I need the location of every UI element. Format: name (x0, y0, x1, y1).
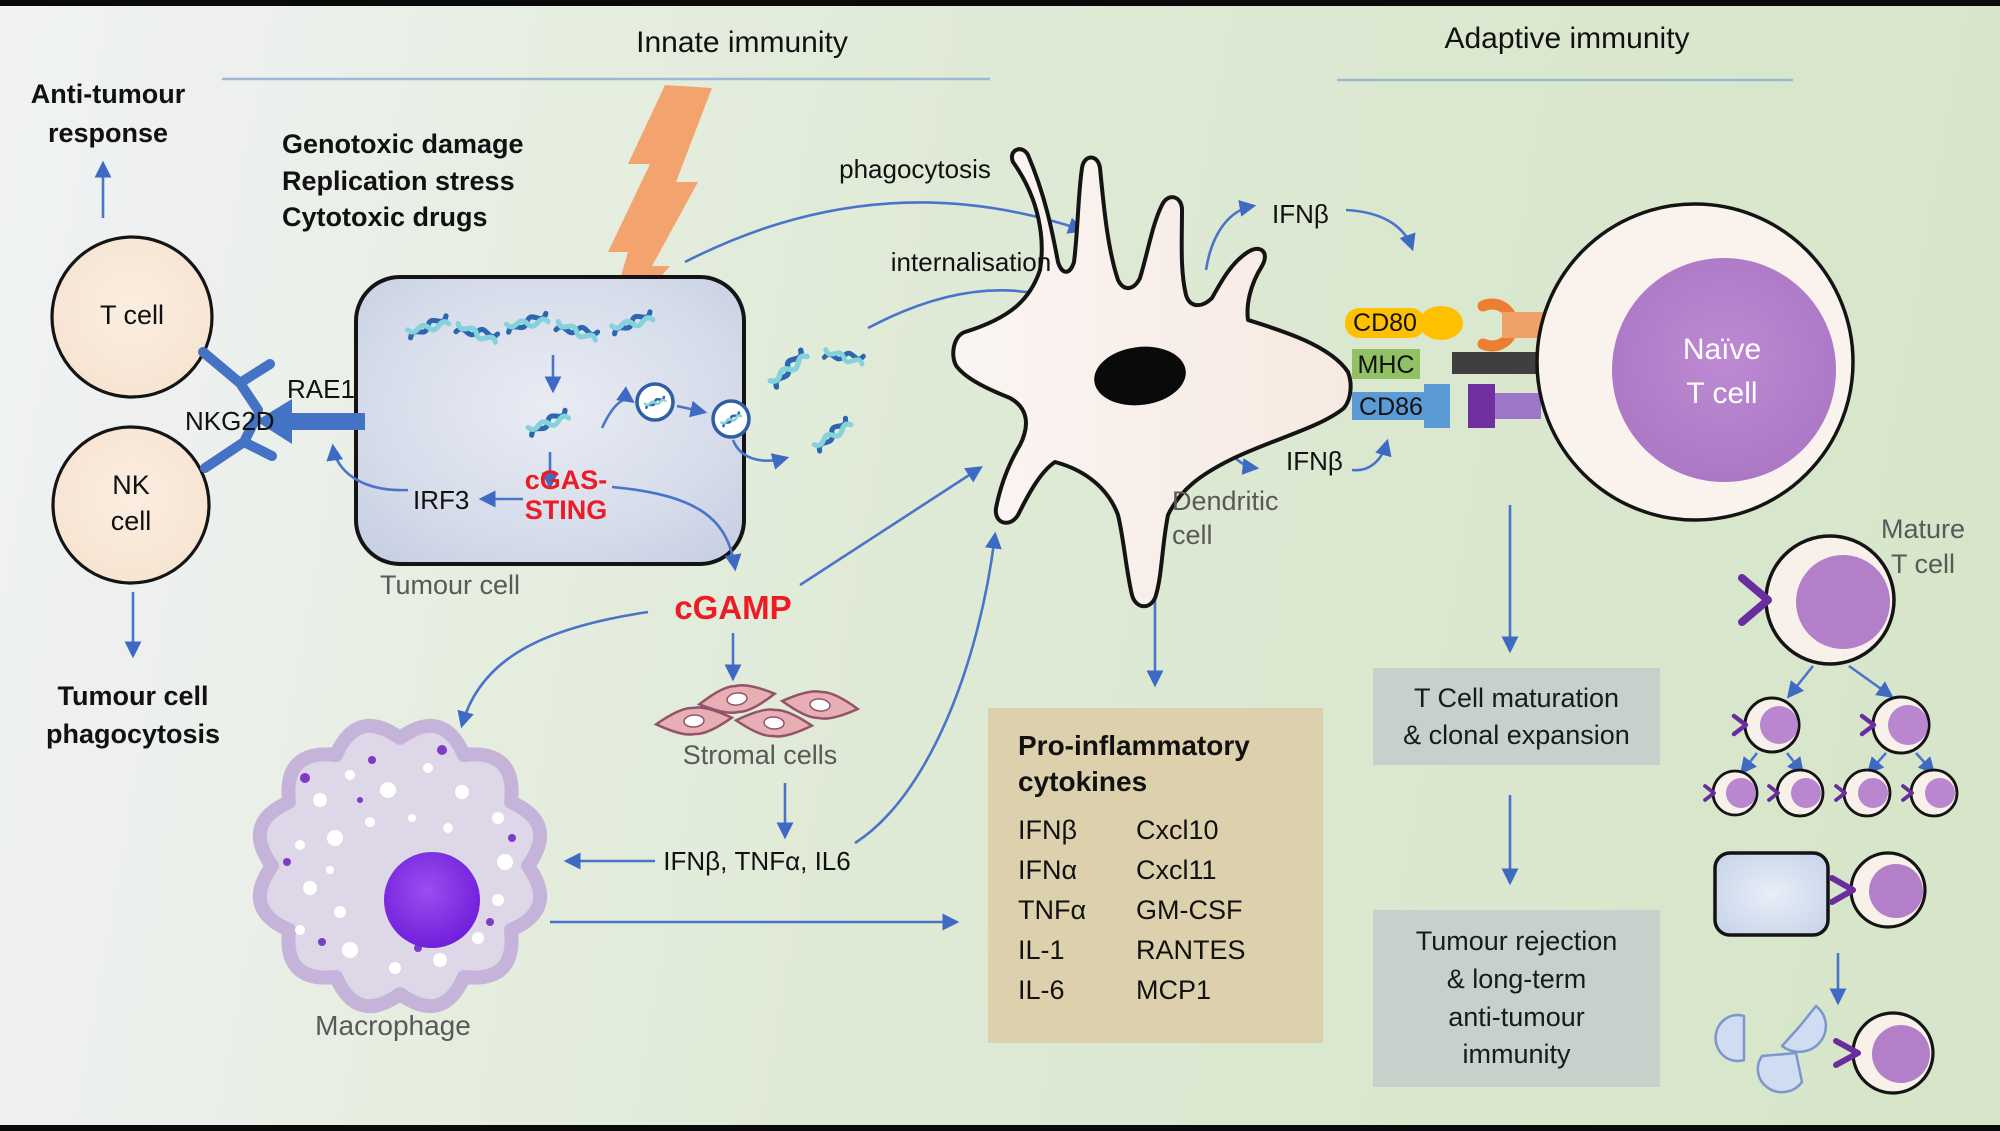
cytokine-name: IFNα (1018, 854, 1078, 885)
dendritic-cell-shape (951, 147, 1353, 609)
mhc-label: MHC (1357, 351, 1415, 379)
cytokine-row: TNFα GM-CSF (1018, 891, 1323, 931)
pro-inflammatory-cytokines-box: Pro-inflammatory cytokines IFNβ Cxcl10 IF… (988, 708, 1323, 1043)
irf3-label: IRF3 (413, 485, 470, 515)
anti-tumour-response-label: Anti-tumour response (30, 79, 186, 149)
cgas-sting-label: cGAS- STING (524, 465, 608, 525)
nkg2d-receptor-icon (198, 347, 277, 473)
bottom-border (0, 1125, 2000, 1131)
cytokine-name: TNFα (1018, 894, 1087, 925)
nk-cell-label: NK cell (110, 470, 152, 536)
cytokine-row: IFNβ Cxcl10 (1018, 811, 1323, 851)
cd80-label: CD80 (1353, 309, 1417, 337)
cytokine-name: Cxcl10 (1136, 814, 1219, 845)
nkg2d-label: NKG2D (185, 406, 275, 436)
stromal-cells-shape (653, 683, 861, 738)
macrophage-label: Macrophage (315, 1010, 471, 1041)
cytokine-name: IL-1 (1018, 934, 1065, 965)
t-cell-maturation-box: T Cell maturation & clonal expansion (1373, 668, 1660, 765)
ctla-receptor-icon (1468, 384, 1495, 428)
cytokine-name: IL-6 (1018, 974, 1065, 1005)
mature-t-cell-shape (1738, 534, 1896, 666)
cytokine-trio-label: IFNβ, TNFα, IL6 (663, 846, 851, 876)
naive-t-cell-shape (1535, 202, 1855, 522)
cytokine-name: IFNβ (1018, 814, 1078, 845)
clonal-expansion-cells (1703, 695, 1959, 818)
rae1-arrow-icon (256, 399, 365, 444)
nk-cell-shape (51, 425, 211, 585)
cytokine-name: Cxcl11 (1136, 854, 1217, 885)
cytokine-row: IL-1 RANTES (1018, 931, 1323, 971)
dendritic-cell-label: Dendritic cell (1172, 486, 1279, 550)
cytokine-name: MCP1 (1136, 974, 1212, 1005)
t-cell-shape (50, 235, 214, 399)
internalisation-label: internalisation (890, 247, 1052, 277)
naive-t-cell-label: Naïve T cell (1682, 333, 1762, 410)
tumour-kill-sequence (1713, 851, 1935, 1095)
stromal-cells-label: Stromal cells (682, 740, 838, 770)
dendritic-nucleus (1094, 346, 1186, 406)
stressors-label: Genotoxic damage Replication stress Cyto… (282, 129, 524, 233)
adaptive-immunity-header: Adaptive immunity (1444, 22, 1690, 55)
cytokine-row: IFNα Cxcl11 (1018, 851, 1323, 891)
cytokine-row: IL-6 MCP1 (1018, 971, 1323, 1011)
ifnb-bottom-label: IFNβ (1286, 446, 1343, 476)
ifnb-top-label: IFNβ (1272, 199, 1329, 229)
tcr-bar-icon (1452, 352, 1536, 374)
cytokines-box-title: Pro-inflammatory cytokines (1018, 730, 1250, 798)
tumour-phagocytosis-label: Tumour cell phagocytosis (45, 681, 221, 749)
costimulatory-molecules (1345, 298, 1546, 428)
cd86-label: CD86 (1359, 393, 1423, 421)
mature-t-cell-label: Mature T cell (1880, 514, 1966, 580)
cytokine-name: RANTES (1136, 934, 1246, 965)
macrophage-nucleus (384, 852, 480, 948)
tumour-cell-label: Tumour cell (379, 570, 521, 600)
innate-immunity-header: Innate immunity (636, 26, 848, 59)
phagocytosis-label: phagocytosis (839, 154, 991, 184)
t-cell-label: T cell (99, 300, 165, 330)
cytokine-name: GM-CSF (1136, 894, 1243, 925)
tumour-fragments-icon (1714, 1004, 1828, 1094)
cgamp-label: cGAMP (674, 589, 792, 626)
rae1-label: RAE1 (287, 374, 355, 404)
target-tumour-cell-shape (1713, 851, 1830, 937)
top-border (0, 0, 2000, 6)
tumour-rejection-box: Tumour rejection & long-term anti-tumour… (1373, 910, 1660, 1087)
macrophage-shape (252, 718, 548, 1014)
